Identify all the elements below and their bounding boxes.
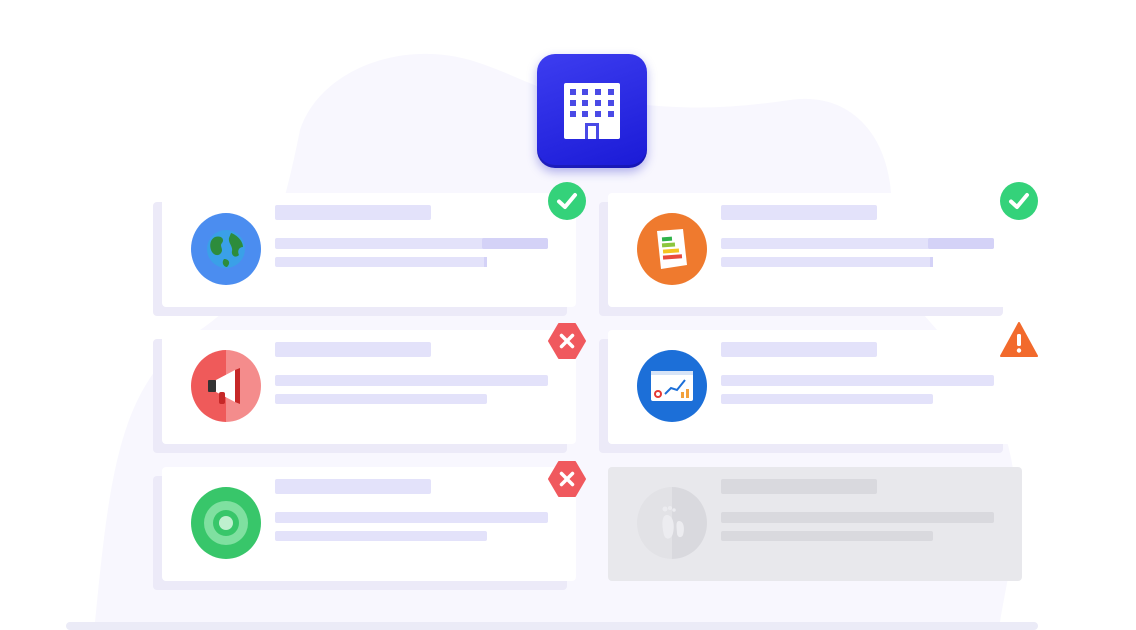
- energy-rating-document-icon: [657, 229, 687, 269]
- title-placeholder: [721, 342, 877, 357]
- ring-target-icon: [204, 501, 248, 545]
- card-energy-label[interactable]: [608, 193, 1012, 307]
- highlight: [928, 238, 994, 249]
- megaphone-icon: [208, 368, 240, 404]
- highlight: [930, 257, 933, 267]
- floor-shadow: [66, 622, 1038, 630]
- text-placeholder: [721, 257, 933, 267]
- avatar-communication: [191, 350, 261, 422]
- warning-icon: [1000, 322, 1038, 357]
- avatar-environment: [191, 213, 261, 285]
- check-icon: [1000, 182, 1038, 220]
- avatar-energy-label: [637, 213, 707, 285]
- text-placeholder: [275, 394, 487, 404]
- building-icon: [564, 83, 620, 139]
- title-placeholder: [275, 342, 431, 357]
- avatar-footprint: [637, 487, 707, 559]
- footprint-icon: [662, 506, 684, 539]
- text-placeholder: [275, 257, 487, 267]
- error-icon: [548, 461, 586, 497]
- text-placeholder: [275, 238, 548, 249]
- text-placeholder: [275, 375, 548, 386]
- card-environment[interactable]: [162, 193, 576, 307]
- error-icon: [548, 323, 586, 359]
- title-placeholder: [721, 479, 877, 494]
- highlight: [482, 238, 548, 249]
- title-placeholder: [275, 205, 431, 220]
- text-placeholder: [721, 238, 994, 249]
- text-placeholder: [275, 512, 548, 523]
- globe-icon: [207, 230, 245, 268]
- analytics-dashboard-icon: [651, 371, 693, 401]
- card-footprint: [608, 467, 1022, 581]
- card-reporting[interactable]: [608, 330, 1012, 444]
- avatar-target: [191, 487, 261, 559]
- text-placeholder: [721, 375, 994, 386]
- building-hub[interactable]: [537, 54, 647, 168]
- title-placeholder: [275, 479, 431, 494]
- text-placeholder: [721, 531, 933, 541]
- avatar-reporting: [637, 350, 707, 422]
- text-placeholder: [275, 531, 487, 541]
- check-icon: [548, 182, 586, 220]
- card-communication[interactable]: [162, 330, 576, 444]
- card-target[interactable]: [162, 467, 576, 581]
- highlight: [484, 257, 487, 267]
- text-placeholder: [721, 512, 994, 523]
- text-placeholder: [721, 394, 933, 404]
- title-placeholder: [721, 205, 877, 220]
